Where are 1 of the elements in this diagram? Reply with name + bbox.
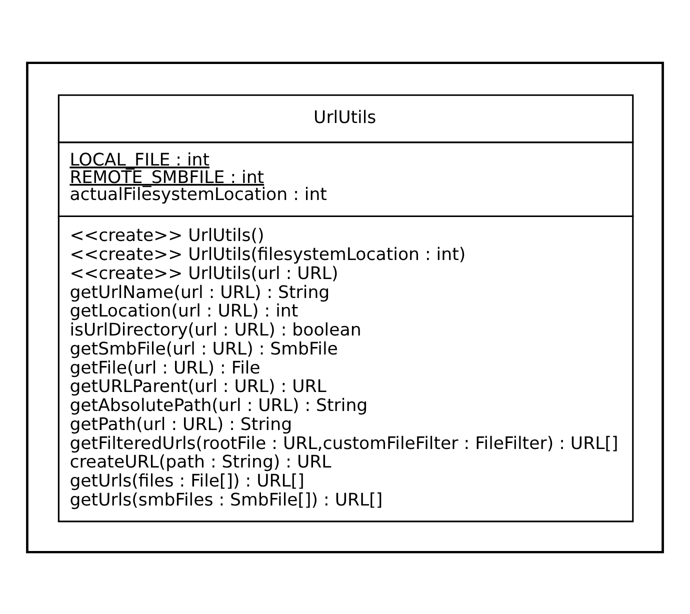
cluster [26,61,664,553]
